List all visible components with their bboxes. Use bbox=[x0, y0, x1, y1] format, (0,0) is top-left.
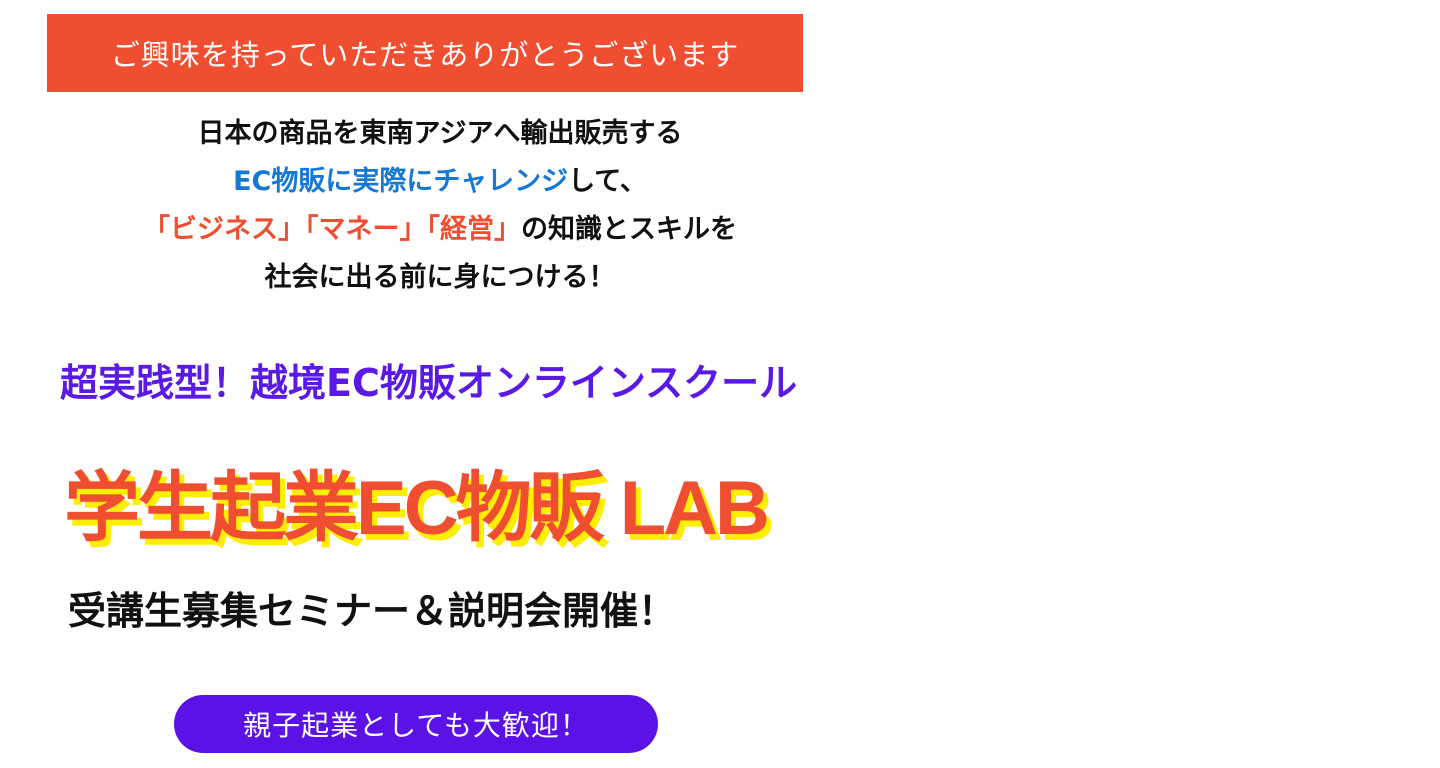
intro-highlight-skills: 「ビジネス」「マネー」「経営」 bbox=[143, 214, 521, 245]
parent-child-welcome-button[interactable]: 親子起業としても大歓迎！ bbox=[174, 695, 658, 753]
thanks-banner: ご興味を持っていただきありがとうございます bbox=[47, 14, 803, 92]
intro-line-2-rest: して、 bbox=[568, 166, 647, 197]
page-title: 学生起業EC物販 LAB bbox=[64, 466, 770, 551]
intro-line-4: 社会に出る前に身につける！ bbox=[264, 262, 616, 293]
intro-text: 日本の商品を東南アジアへ輸出販売する EC物販に実際にチャレンジして、 「ビジネ… bbox=[40, 110, 840, 302]
intro-line-2: EC物販に実際にチャレンジして、 bbox=[40, 158, 840, 206]
intro-highlight-ec: EC物販に実際にチャレンジ bbox=[233, 166, 569, 197]
intro-line-1: 日本の商品を東南アジアへ輸出販売する bbox=[197, 118, 683, 149]
intro-line-3-rest: の知識とスキルを bbox=[521, 214, 737, 245]
school-subtitle: 超実践型！越境EC物販オンラインスクール bbox=[60, 361, 798, 405]
seminar-heading: 受講生募集セミナー＆説明会開催！ bbox=[68, 589, 677, 633]
intro-line-3: 「ビジネス」「マネー」「経営」の知識とスキルを bbox=[40, 206, 840, 254]
